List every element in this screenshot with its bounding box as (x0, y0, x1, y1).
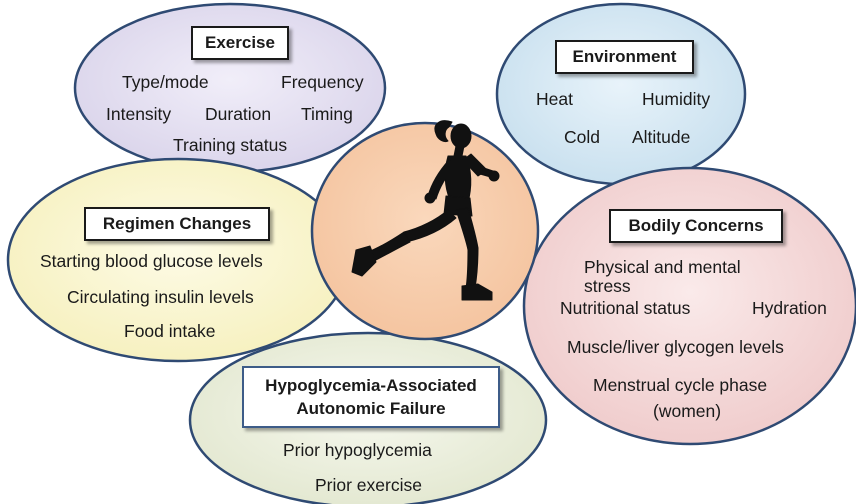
environment-humidity: Humidity (642, 88, 710, 110)
haaf-title-line1: Hypoglycemia-Associated (265, 374, 477, 397)
environment-heat: Heat (536, 88, 573, 110)
regimen-starting-glucose: Starting blood glucose levels (40, 250, 263, 272)
bodily-hydration: Hydration (752, 297, 827, 319)
exercise-intensity: Intensity (106, 103, 171, 125)
exercise-timing: Timing (301, 103, 353, 125)
regimen-circulating-insulin: Circulating insulin levels (67, 286, 254, 308)
bodily-title: Bodily Concerns (609, 209, 783, 243)
haaf-prior-hypoglycemia: Prior hypoglycemia (283, 439, 432, 461)
exercise-title: Exercise (191, 26, 289, 60)
environment-title: Environment (555, 40, 694, 74)
regimen-food-intake: Food intake (124, 320, 215, 342)
exercise-training-status: Training status (173, 134, 287, 156)
haaf-prior-exercise: Prior exercise (315, 474, 422, 496)
exercise-frequency: Frequency (281, 71, 364, 93)
exercise-duration: Duration (205, 103, 271, 125)
regimen-title: Regimen Changes (84, 207, 270, 241)
environment-altitude: Altitude (632, 126, 690, 148)
haaf-title: Hypoglycemia-Associated Autonomic Failur… (242, 366, 500, 428)
bodily-nutritional: Nutritional status (560, 297, 690, 319)
bodily-women: (women) (653, 400, 721, 422)
bodily-glycogen: Muscle/liver glycogen levels (567, 336, 784, 358)
exercise-type-mode: Type/mode (122, 71, 209, 93)
bodily-stress: stress (584, 275, 631, 297)
environment-cold: Cold (564, 126, 600, 148)
haaf-title-line2: Autonomic Failure (296, 397, 445, 420)
bodily-menstrual: Menstrual cycle phase (593, 374, 767, 396)
